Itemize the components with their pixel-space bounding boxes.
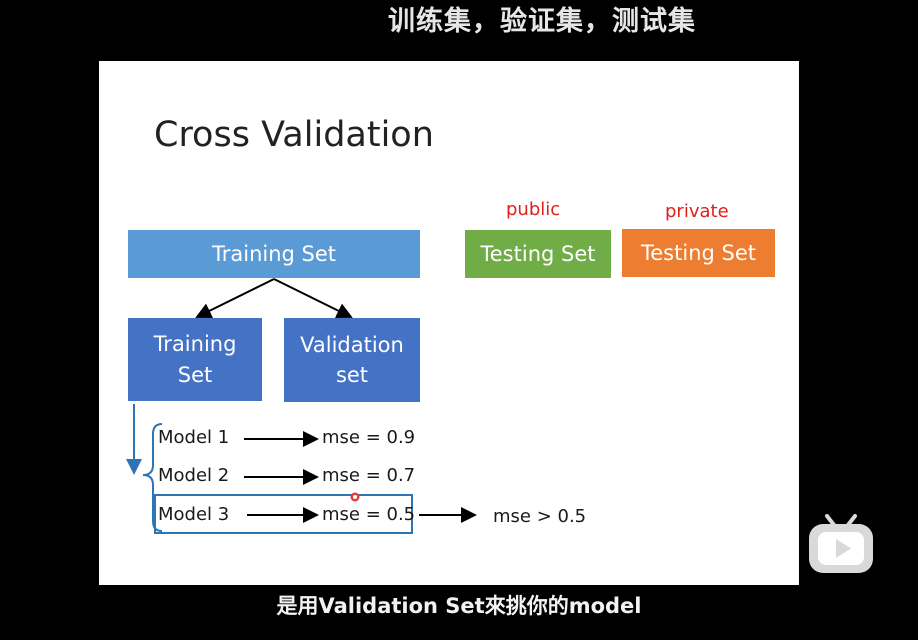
slide-title: Cross Validation: [154, 115, 434, 155]
private-label: private: [665, 201, 729, 222]
public-label: public: [506, 199, 561, 220]
model1-result: mse = 0.9: [322, 427, 416, 448]
presentation-slide: Cross Validation Training Set public pri…: [99, 61, 799, 585]
slide-arrows: [126, 278, 477, 534]
split-training-line2: Set: [177, 362, 213, 387]
training-set-box: Training Set: [128, 230, 420, 278]
validation-line2: set: [335, 363, 369, 387]
video-subtitle-bottom: 是用Validation Set來挑你的model: [276, 594, 642, 618]
split-arrow-left: [195, 278, 275, 318]
testing-set-private-label: Testing Set: [641, 240, 756, 265]
testing-set-public-box: Testing Set: [465, 230, 611, 278]
validation-line1: Validation: [300, 332, 404, 357]
video-subtitle-top: 训练集，验证集，测试集: [388, 6, 696, 37]
model2-result: mse = 0.7: [322, 465, 416, 486]
bilibili-tv-icon[interactable]: [807, 513, 875, 575]
model3-label: Model 3: [158, 504, 230, 525]
model1-label: Model 1: [158, 427, 230, 448]
model3-result: mse = 0.5: [322, 504, 416, 525]
model3-highlight-box: [154, 494, 413, 534]
split-training-set-box: Training Set: [128, 318, 262, 401]
testing-set-public-label: Testing Set: [480, 241, 596, 266]
training-set-label: Training Set: [211, 241, 337, 266]
validation-set-box: Validation set: [284, 318, 420, 402]
model2-label: Model 2: [158, 465, 230, 486]
split-training-line1: Training: [153, 332, 237, 357]
testing-set-private-box: Testing Set: [622, 229, 775, 277]
final-result: mse > 0.5: [493, 506, 587, 527]
split-arrow-right: [273, 278, 353, 318]
models-bracket: [142, 423, 163, 532]
